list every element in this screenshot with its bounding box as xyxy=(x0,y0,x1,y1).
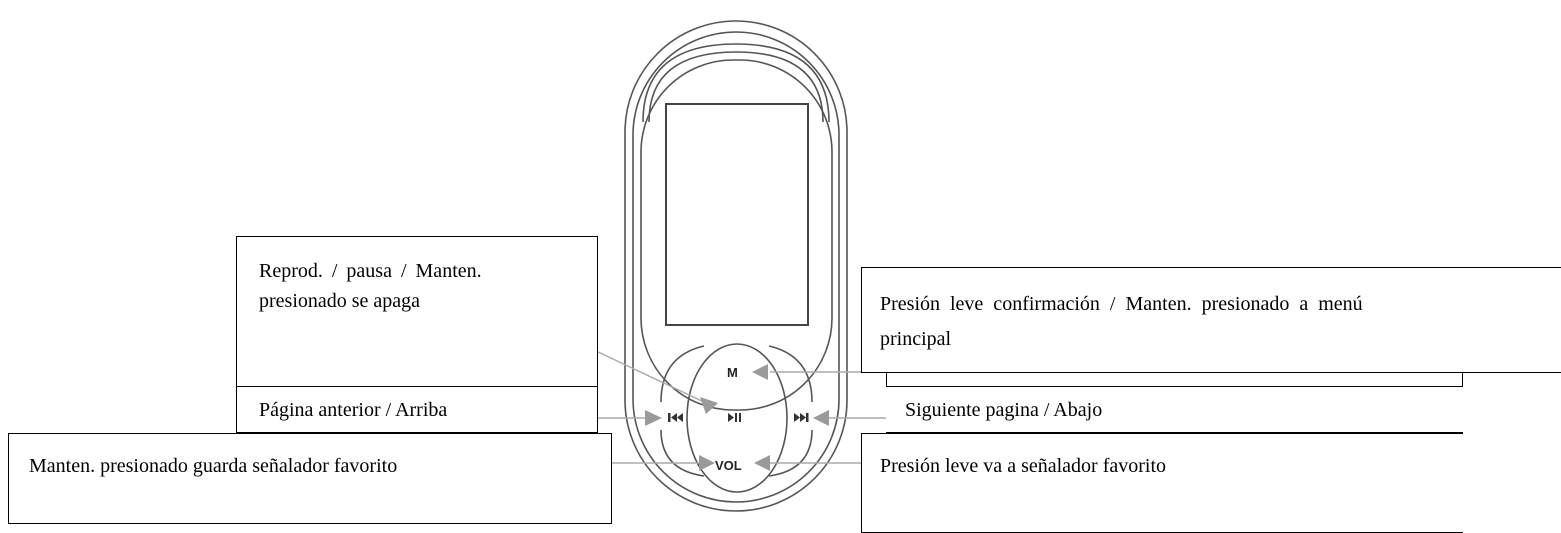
arrow-next xyxy=(813,410,829,426)
callout-play-pause-line1: Reprod. / pausa / Manten. xyxy=(259,260,482,282)
callout-previous: Página anterior / Arriba xyxy=(236,386,598,433)
callout-bookmark-save: Manten. presionado guarda señalador favo… xyxy=(8,433,612,524)
arrowheads xyxy=(645,364,829,471)
callout-menu-line1: Presión leve confirmación / Manten. pres… xyxy=(880,293,1363,315)
callout-previous-text: Página anterior / Arriba xyxy=(259,399,448,421)
callout-next-text: Siguiente pagina / Abajo xyxy=(905,399,1103,421)
device-body xyxy=(624,20,848,512)
callout-bookmark-go-text: Presión leve va a señalador favorito xyxy=(880,455,1167,477)
arrow-play-pause xyxy=(700,397,718,414)
arrow-bookmark-go xyxy=(754,455,770,471)
device-face-panel xyxy=(640,59,833,411)
previous-track-icon[interactable] xyxy=(668,413,683,422)
arrow-previous xyxy=(645,410,662,426)
device-outer-shell xyxy=(624,20,848,512)
device-control-pad xyxy=(686,343,788,493)
next-track-icon[interactable] xyxy=(794,413,809,422)
callout-menu-line2: principal xyxy=(880,328,952,350)
play-pause-icon[interactable] xyxy=(728,413,741,422)
device-inner-shell xyxy=(632,31,840,503)
arrow-bookmark-save xyxy=(699,455,715,471)
leader-line-play-pause xyxy=(595,350,707,404)
device-face-top xyxy=(642,43,830,123)
device-face-inner-top xyxy=(648,51,824,123)
volume-button-label[interactable]: VOL xyxy=(715,458,742,473)
callout-bookmark-go: Presión leve va a señalador favorito xyxy=(861,433,1463,533)
device-screen xyxy=(665,103,809,326)
callout-play-pause-line2: presionado se apaga xyxy=(259,290,421,312)
leader-lines xyxy=(595,350,886,464)
device-control-ring xyxy=(660,345,813,477)
arrow-menu xyxy=(752,364,768,380)
menu-button-label[interactable]: M xyxy=(727,365,738,380)
callout-next: Siguiente pagina / Abajo xyxy=(886,386,1463,433)
callout-menu: Presión leve confirmación / Manten. pres… xyxy=(861,267,1561,373)
callout-bookmark-save-text: Manten. presionado guarda señalador favo… xyxy=(29,455,398,477)
